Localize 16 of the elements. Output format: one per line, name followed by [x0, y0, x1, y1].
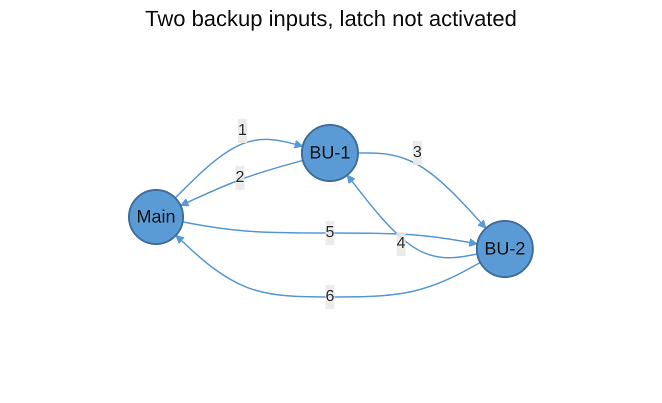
arrow: [174, 138, 304, 198]
diagram-title: Two backup inputs, latch not activated: [144, 6, 518, 32]
arrow: [182, 221, 478, 247]
node-circle: BU-1: [300, 124, 359, 182]
arrow: [346, 174, 478, 259]
edge-label: 2: [236, 169, 244, 186]
edge-label: 3: [412, 144, 422, 161]
edge-label: 1: [238, 122, 247, 139]
arrow: [180, 160, 304, 206]
node-circle: BU-2: [476, 220, 534, 278]
edge-label: 6: [326, 288, 334, 305]
node-circle: Main: [128, 189, 184, 245]
edge-label: 4: [396, 235, 406, 252]
arrow: [176, 234, 481, 298]
arrow: [358, 152, 486, 229]
edge-label: 5: [326, 224, 334, 242]
